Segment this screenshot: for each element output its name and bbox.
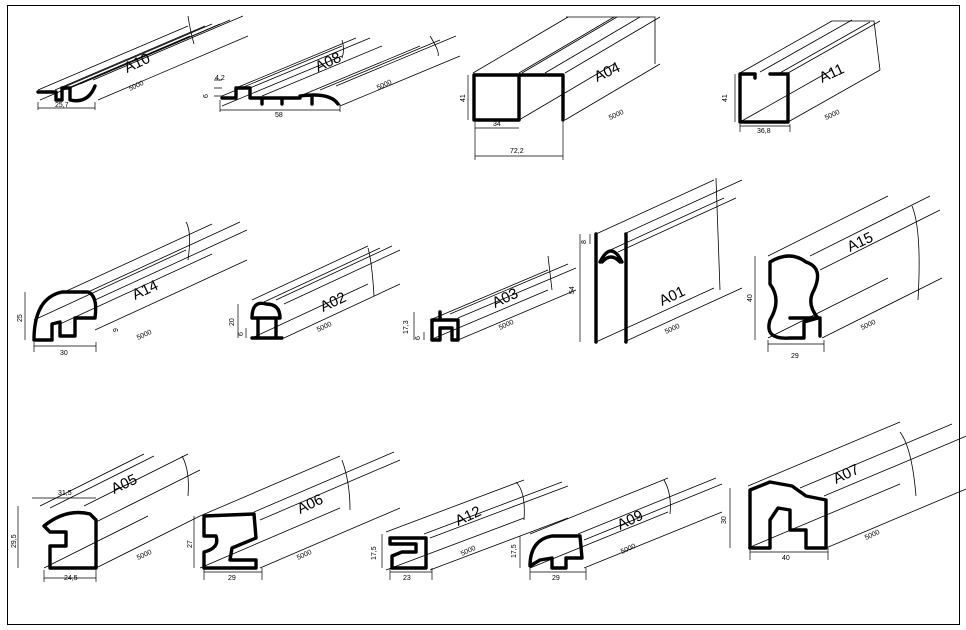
profile-a09: A09 5000 17,5 29 bbox=[511, 477, 723, 582]
dimension-label: 6 bbox=[415, 336, 422, 340]
profile-code: A12 bbox=[453, 503, 484, 530]
profile-code: A02 bbox=[318, 289, 349, 316]
dimension-label: 25 bbox=[17, 314, 24, 322]
profile-a04: A04 5000 41 34 72,2 bbox=[460, 16, 661, 160]
dimension-label: 29 bbox=[791, 353, 799, 360]
cross-section bbox=[42, 510, 98, 570]
profile-length: 5000 bbox=[128, 80, 145, 93]
dimension-label: 24,5 bbox=[64, 575, 78, 582]
profile-code: A05 bbox=[109, 471, 140, 498]
profile-a11: A11 5000 41 36,8 bbox=[722, 19, 881, 135]
dimension-label: 31,5 bbox=[58, 490, 72, 497]
profile-a15: A15 5000 40 29 bbox=[747, 195, 943, 360]
dimension-label: 23 bbox=[403, 575, 411, 582]
cross-section bbox=[748, 480, 828, 550]
profile-code: A14 bbox=[130, 277, 161, 304]
profile-length: 5000 bbox=[620, 543, 637, 556]
dimension-label: 17,3 bbox=[403, 320, 410, 334]
dimension-label: 40 bbox=[747, 294, 754, 302]
profile-length: 5000 bbox=[824, 109, 841, 122]
profile-length: 5000 bbox=[296, 549, 313, 562]
profile-code: A01 bbox=[657, 283, 688, 310]
cross-section bbox=[220, 86, 340, 106]
profile-a01: A01 5000 8 54 bbox=[569, 177, 743, 344]
profile-a02: A02 5000 20 6 bbox=[229, 245, 401, 340]
dimension-label: 4,2 bbox=[215, 75, 225, 82]
cross-section bbox=[594, 232, 628, 344]
profile-a03: A03 5000 17,3 6 bbox=[403, 255, 577, 342]
profile-length: 5000 bbox=[136, 549, 153, 562]
profile-length: 5000 bbox=[860, 319, 877, 332]
dimension-label: 54 bbox=[569, 286, 576, 294]
profile-code: A11 bbox=[817, 60, 847, 86]
profile-code: A08 bbox=[313, 49, 344, 76]
profile-length: 5000 bbox=[664, 323, 681, 336]
dimension-label: 25,7 bbox=[55, 102, 69, 109]
cross-section bbox=[528, 534, 584, 570]
profile-a05: A05 5000 31,5 29,5 24,5 bbox=[11, 453, 201, 582]
dimension-label: 6 bbox=[238, 332, 245, 336]
profile-a06: A06 5000 27 29 bbox=[187, 451, 401, 582]
dimension-label: 29 bbox=[228, 575, 236, 582]
dimension-label: 17,5 bbox=[511, 544, 518, 558]
dimension-label: 34 bbox=[493, 121, 501, 128]
cross-section bbox=[388, 536, 428, 570]
profile-a14: A14 5000 25 30 9 bbox=[17, 221, 248, 357]
profile-length: 5000 bbox=[316, 321, 333, 334]
profile-length: 5000 bbox=[608, 109, 625, 122]
profile-length: 5000 bbox=[136, 329, 153, 342]
profile-code: A15 bbox=[845, 229, 876, 256]
cross-section bbox=[250, 301, 284, 340]
dimension-label: 27 bbox=[187, 540, 194, 548]
dimension-label: 41 bbox=[722, 94, 729, 102]
dimension-label: 40 bbox=[782, 555, 790, 562]
profile-a08: A08 5000 4,2 6 58 bbox=[203, 35, 461, 119]
profile-code: A09 bbox=[615, 507, 646, 534]
profile-code: A04 bbox=[592, 59, 623, 86]
cross-section bbox=[430, 310, 460, 342]
dimension-label: 36,8 bbox=[757, 128, 771, 135]
cross-section bbox=[202, 512, 258, 570]
dimension-label: 20 bbox=[229, 318, 236, 326]
cross-section bbox=[738, 72, 790, 124]
dimension-label: 29 bbox=[552, 575, 560, 582]
profile-length: 5000 bbox=[498, 319, 515, 332]
dimension-label: 30 bbox=[60, 350, 68, 357]
profile-code: A03 bbox=[490, 285, 521, 312]
dimension-label: 6 bbox=[203, 94, 210, 98]
cross-section bbox=[472, 73, 565, 122]
cross-section bbox=[32, 290, 98, 342]
sheet-border bbox=[7, 5, 960, 625]
dimension-label: 17,5 bbox=[371, 546, 378, 560]
dimension-label: 9 bbox=[113, 328, 120, 332]
profile-length: 5000 bbox=[376, 79, 393, 92]
profile-code: A07 bbox=[831, 461, 862, 488]
dimension-label: 72,2 bbox=[510, 148, 524, 155]
dimension-label: 41 bbox=[460, 94, 467, 102]
dimension-label: 8 bbox=[581, 240, 588, 244]
dimension-label: 30 bbox=[721, 516, 728, 524]
dimension-label: 58 bbox=[275, 112, 283, 119]
cross-section bbox=[36, 84, 97, 103]
cross-section bbox=[767, 254, 822, 340]
profile-code: A06 bbox=[295, 491, 326, 518]
dimension-label: 29,5 bbox=[11, 534, 18, 548]
